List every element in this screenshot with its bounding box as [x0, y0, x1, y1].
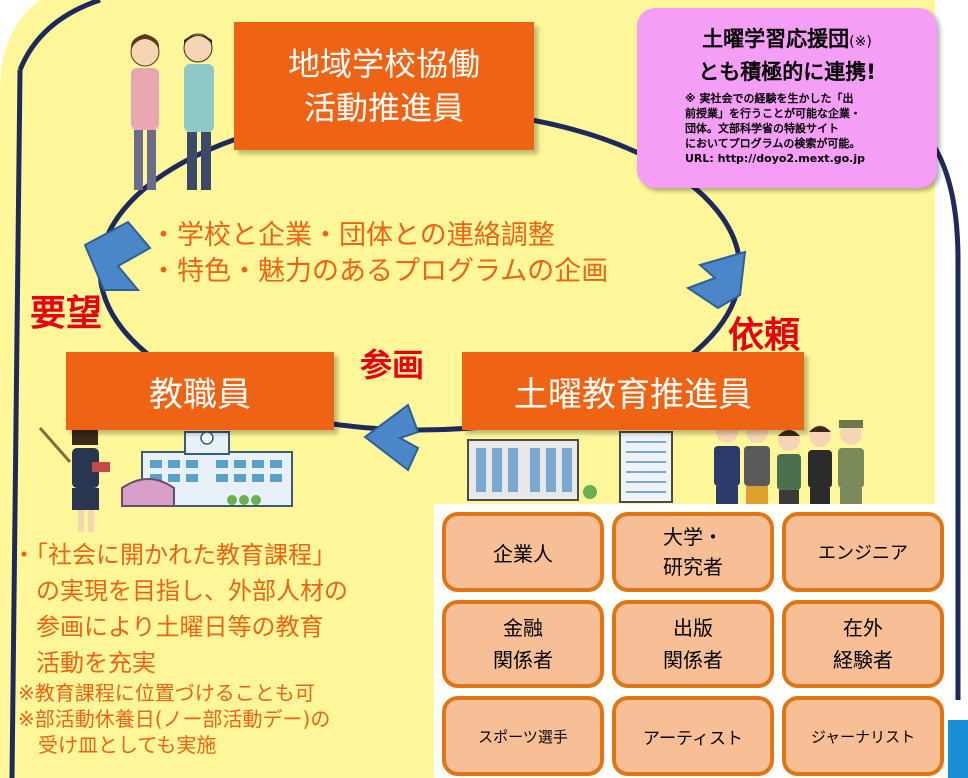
talent-cell-line: 関係者: [493, 648, 553, 672]
teachers-node: 教職員: [66, 352, 334, 430]
participate-label: 参画: [360, 346, 425, 384]
talent-cell-finance: 金融関係者: [442, 600, 604, 688]
talent-cell-line: 出版: [673, 616, 713, 640]
talent-cell-line: 大学・: [663, 525, 723, 549]
corner-accent: [948, 720, 968, 778]
staff-pair-icon: [130, 33, 214, 190]
partner-note-line: ※ 実社会での経験を生かした「出: [685, 92, 854, 105]
school-building-icon: [121, 431, 293, 507]
partner-note-line: 前授業」を行うことが可能な企業・: [685, 107, 861, 120]
office-building-icon: [467, 439, 597, 501]
talent-cell-university: 大学・研究者: [612, 512, 774, 592]
professionals-group-icon: [714, 418, 864, 508]
talent-cell-artist: アーティスト: [612, 696, 774, 776]
arrow-down-right-icon: [685, 250, 747, 310]
role-item: ・特色・魅力のあるプログラムの企画: [150, 256, 609, 287]
coordinator-line2: 活動推進員: [303, 89, 464, 127]
saturday-promoter-label: 土曜教育推進員: [514, 374, 752, 415]
request-down-label: 依頼: [728, 315, 801, 356]
description-line: の実現を目指し、外部人材の: [36, 577, 348, 605]
talent-cell-line: 研究者: [663, 555, 723, 579]
role-item: ・学校と企業・団体との連絡調整: [150, 220, 555, 251]
talent-cell-athlete: スポーツ選手: [442, 696, 604, 776]
partner-note: ※ 実社会での経験を生かした「出 前授業」を行うことが可能な企業・ 団体。文部科…: [685, 91, 937, 166]
saturday-promoter-node: 土曜教育推進員: [462, 352, 804, 430]
note-line: 受け皿としても実施: [38, 733, 217, 757]
description-line: 参画により土曜日等の教育: [36, 613, 324, 641]
talent-cell-line: エンジニア: [818, 543, 908, 564]
description-text: ・「社会に開かれた教育課程」 の実現を目指し、外部人材の 参画により土曜日等の教…: [12, 537, 348, 681]
partner-callout: 土曜学習応援団(※) とも積極的に連携! ※ 実社会での経験を生かした「出 前授…: [637, 8, 937, 188]
partner-title-line2: とも積極的に連携!: [698, 60, 876, 84]
talent-cell-line: アーティスト: [643, 728, 743, 749]
talent-cell-overseas: 在外経験者: [782, 600, 944, 688]
roles-list: ・学校と企業・団体との連絡調整 ・特色・魅力のあるプログラムの企画: [150, 218, 608, 290]
talent-cell-publishing: 出版関係者: [612, 600, 774, 688]
partner-title: 土曜学習応援団(※) とも積極的に連携!: [637, 24, 937, 87]
partner-title-line1: 土曜学習応援団: [702, 27, 850, 51]
talent-cell-line: 企業人: [493, 541, 553, 566]
notes-text: ※教育課程に位置づけることも可 ※部活動休養日(ノー部活動デー)の 受け皿として…: [18, 680, 330, 758]
arrow-up-left-icon: [83, 220, 152, 291]
talent-cell-line: 金融: [503, 616, 543, 640]
talent-cell-engineer: エンジニア: [782, 512, 944, 592]
partner-title-mark: (※): [849, 34, 872, 50]
office-tower-icon: [619, 431, 673, 503]
note-line: ※教育課程に位置づけることも可: [18, 681, 315, 705]
teachers-label: 教職員: [149, 374, 251, 415]
request-up-label: 要望: [30, 293, 103, 334]
talent-cell-line: 関係者: [663, 648, 723, 672]
coordinator-node: 地域学校協働 活動推進員: [234, 22, 534, 150]
partner-url[interactable]: URL: http://doyo2.mext.go.jp: [685, 152, 865, 165]
description-line: 活動を充実: [36, 649, 156, 677]
external-talent-grid: 企業人 大学・研究者 エンジニア 金融関係者 出版関係者 在外経験者 スポーツ選…: [434, 504, 954, 778]
partner-note-line: 団体。文部科学省の特設サイト: [685, 122, 839, 135]
talent-cell-line: スポーツ選手: [478, 727, 568, 746]
talent-cell-line: ジャーナリスト: [810, 727, 916, 746]
description-line: ・「社会に開かれた教育課程」: [12, 541, 336, 569]
coordinator-line1: 地域学校協働: [287, 45, 480, 83]
arrow-left-icon: [363, 403, 420, 472]
note-line: ※部活動休養日(ノー部活動デー)の: [18, 707, 331, 731]
talent-cell-business: 企業人: [442, 512, 604, 592]
partner-note-line: においてプログラムの検索が可能。: [685, 137, 861, 150]
talent-cell-line: 経験者: [833, 648, 893, 672]
talent-cell-journalist: ジャーナリスト: [782, 696, 944, 776]
talent-cell-line: 在外: [843, 616, 883, 640]
